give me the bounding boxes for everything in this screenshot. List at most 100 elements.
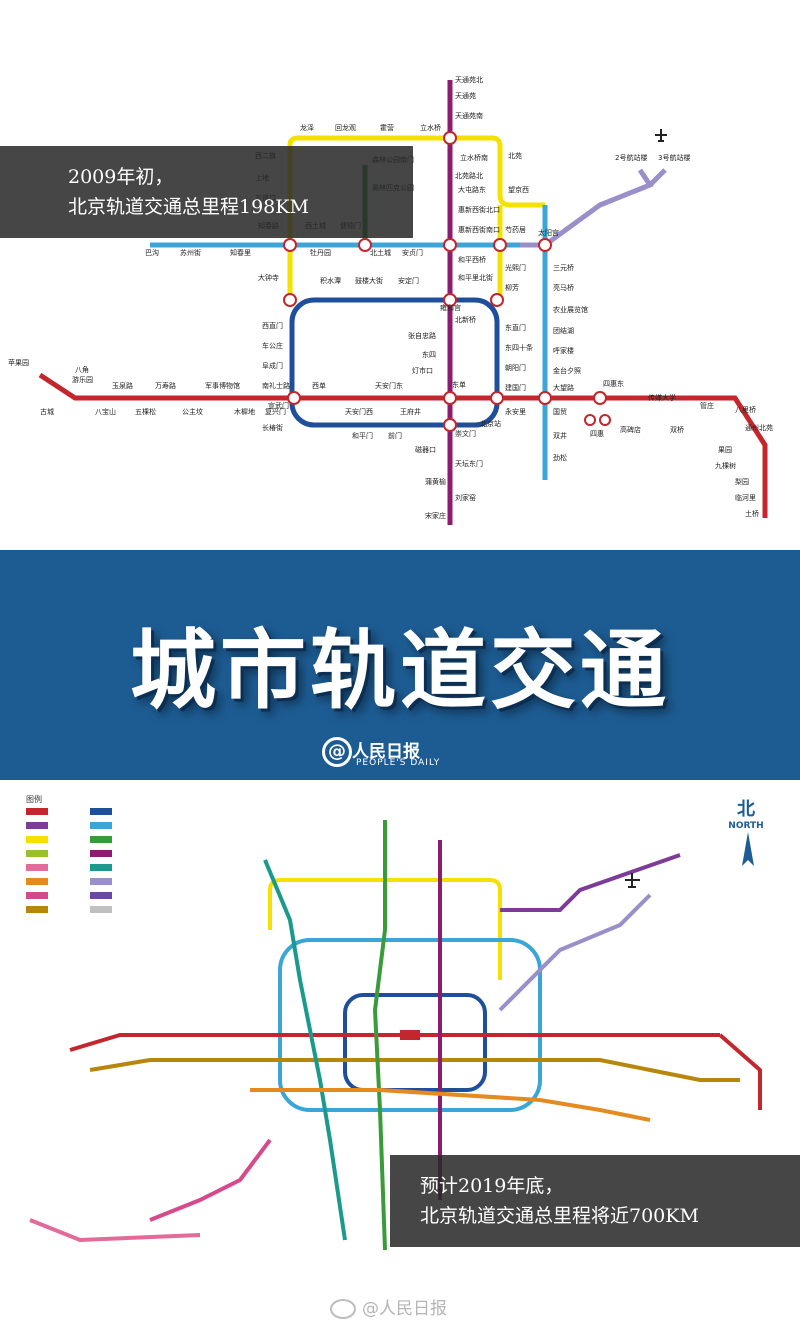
svg-text:阜成门: 阜成门 (262, 361, 283, 370)
interchange-markers (283, 131, 611, 432)
logo-en: PEOPLE'S DAILY (356, 758, 441, 768)
compass: 北 NORTH (722, 795, 770, 831)
svg-text:灯市口: 灯市口 (412, 366, 433, 375)
svg-text:北京站: 北京站 (480, 419, 501, 428)
svg-text:军事博物馆: 军事博物馆 (205, 381, 240, 390)
svg-text:苏州街: 苏州街 (180, 248, 201, 257)
svg-text:牡丹园: 牡丹园 (310, 248, 331, 257)
compass-arrow-icon (742, 832, 754, 866)
svg-text:团结湖: 团结湖 (553, 326, 574, 335)
at-icon: @ (322, 737, 352, 767)
svg-text:北苑路北: 北苑路北 (455, 171, 483, 180)
svg-text:管庄: 管庄 (700, 401, 714, 410)
svg-text:国贸: 国贸 (553, 407, 567, 416)
svg-text:临河里: 临河里 (735, 493, 756, 502)
svg-text:回龙观: 回龙观 (335, 123, 356, 132)
svg-text:崇文门: 崇文门 (455, 429, 476, 438)
svg-text:立水桥: 立水桥 (420, 123, 441, 132)
svg-text:九棵树: 九棵树 (715, 461, 736, 470)
map-2009-panel: 天通苑北 天通苑 天通苑南 立水桥 龙泽 回龙观 霍营 森林公园南门 奥林匹克公… (0, 0, 800, 550)
svg-text:宣武门: 宣武门 (268, 401, 289, 410)
svg-text:长椿街: 长椿街 (262, 423, 283, 432)
compass-en: NORTH (728, 821, 764, 831)
svg-text:天安门东: 天安门东 (375, 381, 403, 390)
svg-text:梨园: 梨园 (735, 477, 749, 486)
svg-text:太阳宫: 太阳宫 (538, 228, 559, 237)
logo-cn: 人民日报 (352, 742, 420, 762)
weibo-watermark: @人民日报 (330, 1294, 447, 1319)
svg-text:通州北苑: 通州北苑 (745, 423, 773, 432)
svg-text:积水潭: 积水潭 (320, 276, 341, 285)
svg-text:永安里: 永安里 (505, 407, 526, 416)
svg-text:苹果园: 苹果园 (8, 358, 29, 367)
svg-text:和平西桥: 和平西桥 (458, 255, 486, 264)
svg-text:高碑店: 高碑店 (620, 425, 641, 434)
caption-2019: 预计2019年底， 北京轨道交通总里程将近700KM (390, 1155, 800, 1247)
svg-text:宋家庄: 宋家庄 (425, 511, 446, 520)
svg-text:东四十条: 东四十条 (505, 343, 533, 352)
watermark-text: @人民日报 (362, 1299, 447, 1319)
batong-line-path (600, 395, 768, 518)
svg-text:大屯路东: 大屯路东 (458, 185, 486, 194)
svg-text:惠新西街北口: 惠新西街北口 (458, 205, 500, 214)
svg-text:天坛东门: 天坛东门 (455, 459, 483, 468)
svg-text:双井: 双井 (553, 431, 567, 440)
svg-text:五棵松: 五棵松 (135, 407, 156, 416)
svg-text:惠新西街南口: 惠新西街南口 (458, 225, 500, 234)
airport-line-path (520, 168, 667, 248)
svg-text:天通苑北: 天通苑北 (455, 75, 483, 84)
line-2-loop (289, 297, 500, 428)
svg-text:和平门: 和平门 (352, 431, 373, 440)
svg-text:巴沟: 巴沟 (145, 248, 159, 257)
svg-text:北土城: 北土城 (370, 248, 391, 257)
svg-text:天安门西: 天安门西 (345, 407, 373, 416)
legend-swatches (26, 808, 112, 913)
svg-text:复兴门: 复兴门 (265, 407, 286, 416)
svg-text:三元桥: 三元桥 (553, 263, 574, 272)
svg-text:四惠: 四惠 (590, 429, 604, 438)
svg-text:北新桥: 北新桥 (455, 315, 476, 324)
svg-text:天通苑: 天通苑 (455, 91, 476, 100)
svg-text:霍营: 霍营 (380, 123, 394, 132)
svg-text:玉泉路: 玉泉路 (112, 381, 133, 390)
caption-2019-line1: 预计2019年底， (420, 1175, 564, 1197)
svg-text:立水桥南: 立水桥南 (460, 153, 488, 162)
metro-map-2019 (26, 808, 762, 1251)
svg-text:光熙门: 光熙门 (505, 263, 526, 272)
airplane-icon-2019 (625, 873, 640, 888)
caption-2009-line1: 2009年初， (68, 166, 174, 188)
svg-text:刘家窑: 刘家窑 (455, 493, 476, 502)
legend-title: 图例 (26, 795, 42, 804)
headline-title: 城市轨道交通 (130, 621, 670, 721)
svg-text:亮马桥: 亮马桥 (553, 283, 574, 292)
svg-text:车公庄: 车公庄 (262, 341, 283, 350)
caption-2009-line2: 北京轨道交通总里程198KM (68, 196, 309, 218)
svg-text:柳芳: 柳芳 (505, 283, 519, 292)
svg-text:2号航站楼: 2号航站楼 (615, 153, 647, 162)
svg-text:呼家楼: 呼家楼 (553, 346, 574, 355)
metro-map-2009: 天通苑北 天通苑 天通苑南 立水桥 龙泽 回龙观 霍营 森林公园南门 奥林匹克公… (8, 75, 773, 525)
svg-text:安定门: 安定门 (398, 276, 419, 285)
svg-text:西直门: 西直门 (262, 321, 283, 330)
compass-cn: 北 (737, 799, 755, 820)
svg-text:劲松: 劲松 (553, 453, 567, 462)
svg-text:北苑: 北苑 (508, 151, 522, 160)
svg-text:鼓楼大街: 鼓楼大街 (355, 276, 383, 285)
svg-text:古城: 古城 (40, 407, 54, 416)
airplane-icon (655, 129, 667, 142)
svg-text:龙泽: 龙泽 (300, 123, 314, 132)
svg-text:3号航站楼: 3号航站楼 (658, 153, 690, 162)
svg-text:东四: 东四 (422, 350, 436, 359)
svg-text:天通苑南: 天通苑南 (455, 111, 483, 120)
title-banner (0, 550, 800, 780)
svg-text:传媒大学: 传媒大学 (648, 393, 676, 402)
svg-text:东直门: 东直门 (505, 323, 526, 332)
weibo-icon (330, 1299, 356, 1319)
svg-text:朝阳门: 朝阳门 (505, 363, 526, 372)
svg-text:前门: 前门 (388, 431, 402, 440)
svg-text:南礼士路: 南礼士路 (262, 381, 290, 390)
svg-text:农业展览馆: 农业展览馆 (553, 305, 588, 314)
svg-text:大钟寺: 大钟寺 (258, 273, 279, 282)
svg-text:八里桥: 八里桥 (735, 405, 756, 414)
svg-text:公主坟: 公主坟 (182, 407, 203, 416)
